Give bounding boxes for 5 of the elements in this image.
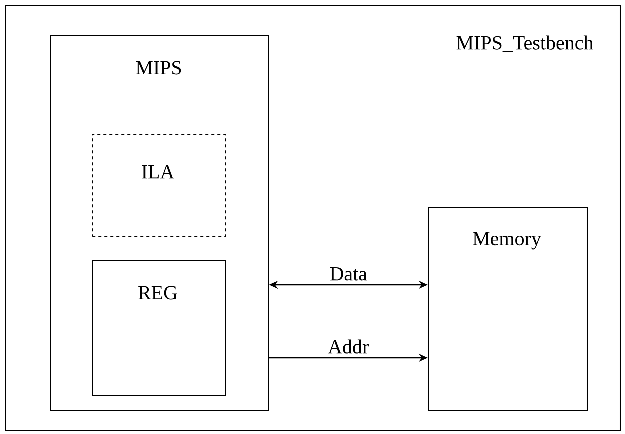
submodule-box: REG: [92, 260, 226, 396]
module-box: Memory: [428, 207, 588, 412]
edge-label: Addr: [328, 340, 369, 354]
edge-label: Data: [330, 268, 368, 281]
submodule-box: ILA: [92, 134, 226, 238]
